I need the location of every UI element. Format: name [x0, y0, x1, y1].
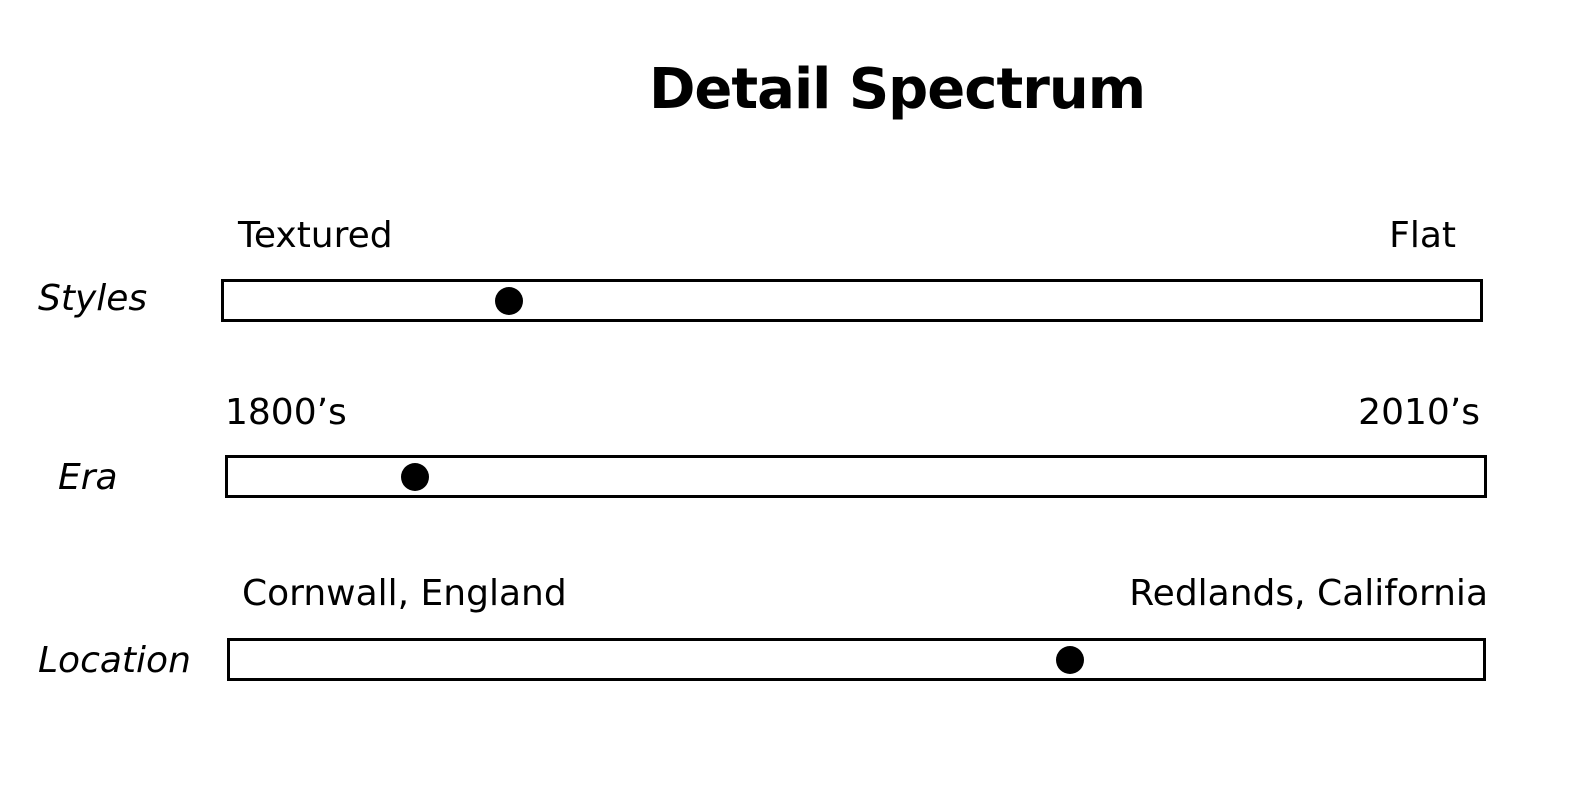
diagram-title: Detail Spectrum [648, 57, 1146, 122]
spectrum-marker [401, 462, 430, 491]
spectrum-right-label: Flat [1389, 215, 1456, 256]
spectrum-row-label: Era [58, 457, 118, 498]
spectrum-row-label: Location [38, 640, 191, 681]
spectrum-left-label: 1800’s [225, 392, 347, 433]
spectrum-marker [495, 286, 524, 315]
spectrum-track [225, 455, 1487, 498]
spectrum-track [227, 638, 1486, 681]
spectrum-row-label: Styles [38, 278, 148, 319]
spectrum-marker [1055, 645, 1084, 674]
spectrum-right-label: 2010’s [1358, 392, 1480, 433]
spectrum-right-label: Redlands, California [1129, 573, 1488, 614]
spectrum-left-label: Cornwall, England [242, 573, 567, 614]
spectrum-track [221, 279, 1483, 322]
spectrum-left-label: Textured [238, 215, 393, 256]
